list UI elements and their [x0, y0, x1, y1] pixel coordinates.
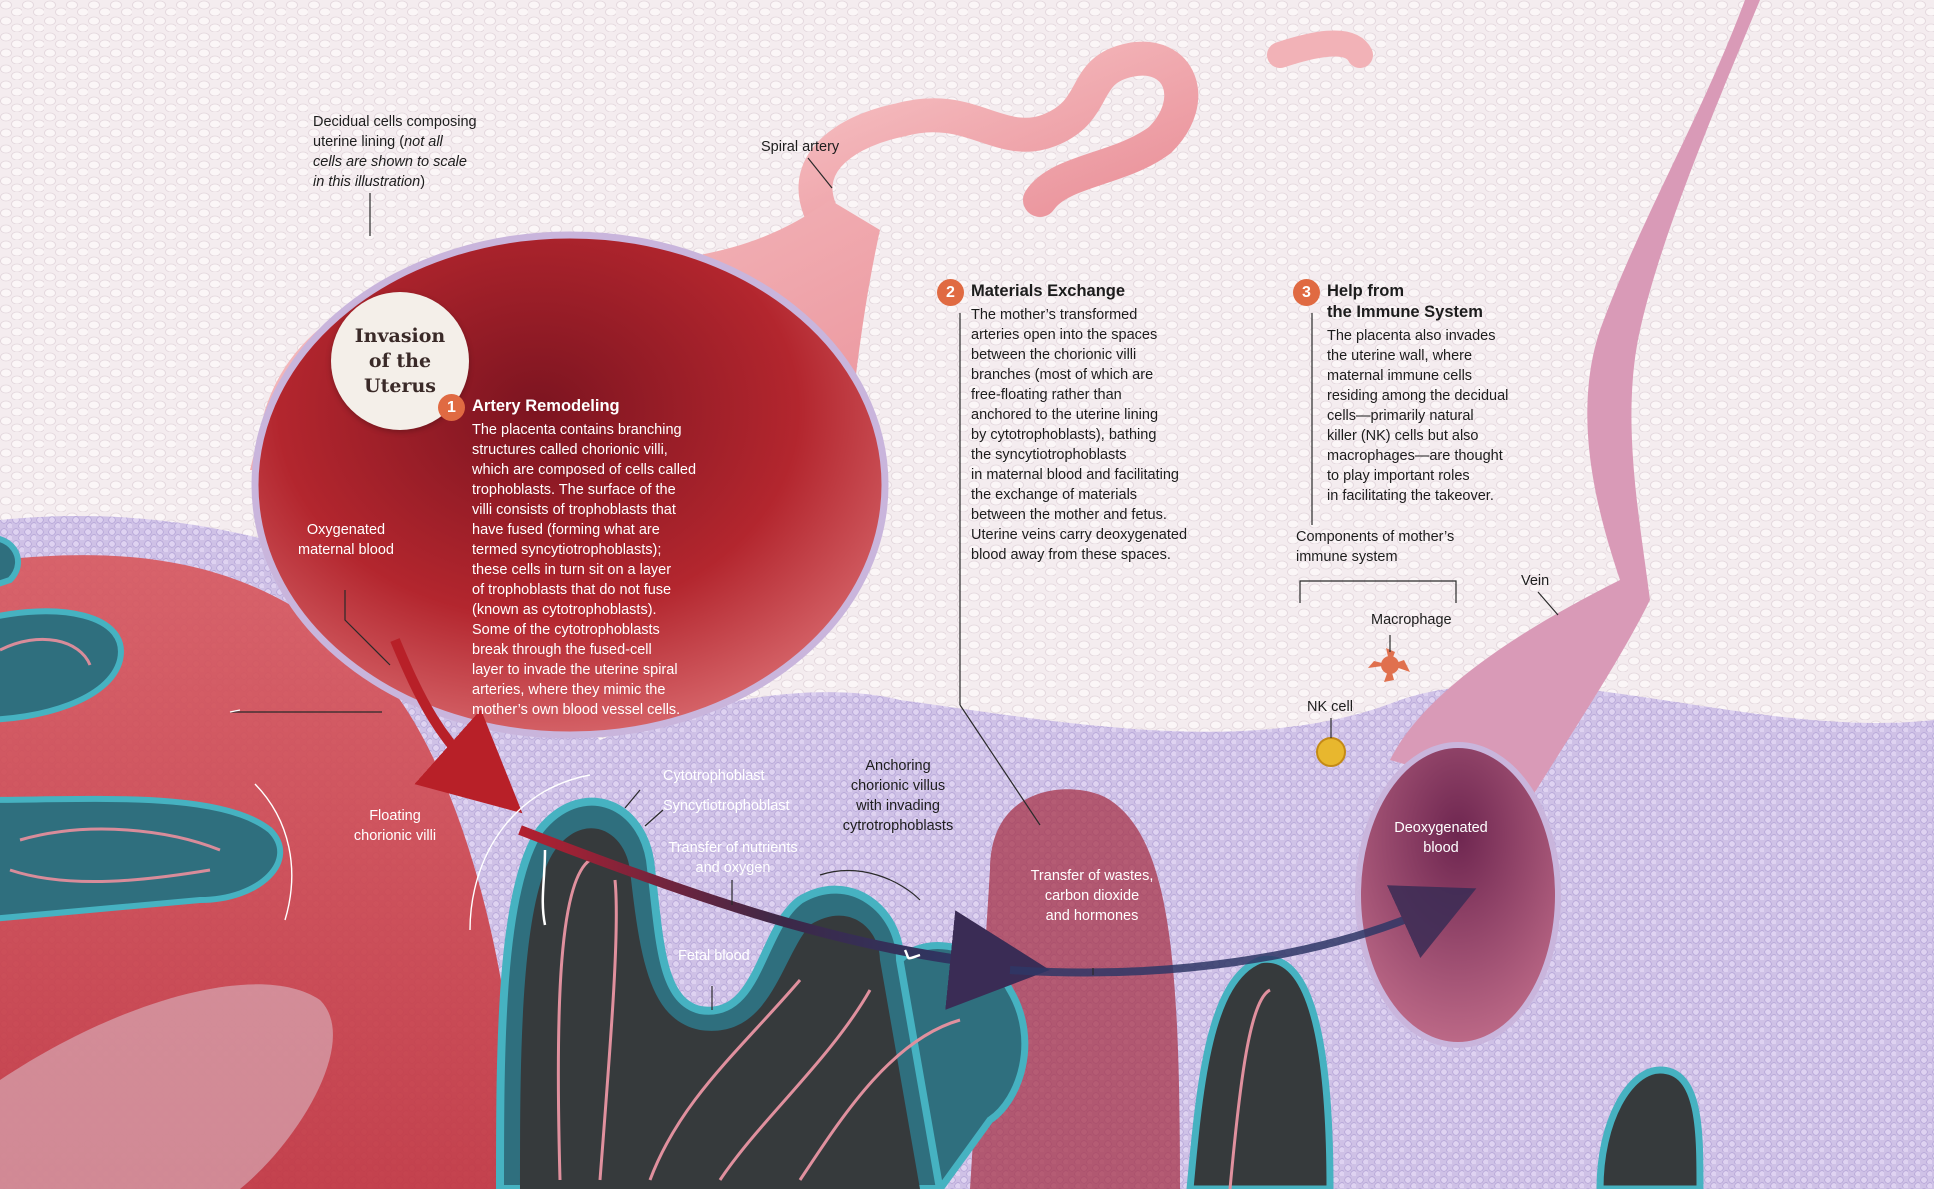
- page-title: Invasion of the Uterus: [354, 324, 446, 397]
- label-fetal-blood: Fetal blood: [678, 948, 750, 964]
- section-number-2: 2: [937, 279, 964, 306]
- body-line: Uterine veins carry deoxygenated: [971, 527, 1188, 543]
- body-line: between the mother and fetus.: [971, 507, 1167, 523]
- body-line: these cells in turn sit on a layer: [472, 562, 672, 578]
- body-line: anchored to the uterine lining: [971, 407, 1159, 423]
- body-line: the exchange of materials: [971, 487, 1138, 503]
- label-line: chorionic villus: [850, 778, 946, 794]
- body-line: Some of the cytotrophoblasts: [472, 622, 660, 638]
- body-line: The placenta contains branching: [472, 422, 682, 438]
- body-line: by cytotrophoblasts), bathing: [971, 427, 1157, 443]
- body-line: the syncytiotrophoblasts: [971, 447, 1127, 463]
- label-text: ): [420, 174, 426, 190]
- label-immune-components: Components of mother’s immune system: [1296, 527, 1496, 567]
- body-line: free-floating rather than: [971, 387, 1122, 403]
- body-line: in maternal blood and facilitating: [971, 467, 1179, 483]
- section-title: Materials Exchange: [971, 282, 1126, 300]
- body-line: between the chorionic villi: [971, 347, 1137, 363]
- label-vein: Vein: [1521, 573, 1550, 589]
- label-transfer-nutrients: Transfer of nutrients and oxygen: [660, 838, 806, 878]
- label-text-italic: in this illustration: [313, 174, 421, 190]
- label-anchoring-villus: Anchoring chorionic villus with invading…: [833, 756, 963, 836]
- body-line: residing among the decidual: [1327, 388, 1509, 404]
- body-line: cells—primarily natural: [1327, 408, 1474, 424]
- label-line: cytrotrophoblasts: [842, 818, 954, 834]
- label-oxygenated-blood: Oxygenated maternal blood: [284, 520, 408, 560]
- body-line: layer to invade the uterine spiral: [472, 662, 678, 678]
- section-title: Help from the Immune System: [1327, 281, 1483, 323]
- body-line: macrophages—are thought: [1327, 448, 1503, 464]
- section-body: The mother’s transformed arteries open i…: [971, 305, 1187, 565]
- section-body: The placenta contains branching structur…: [472, 420, 696, 720]
- label-line: maternal blood: [298, 542, 394, 558]
- label-line: chorionic villi: [353, 828, 437, 844]
- section-title-line: Help from: [1327, 282, 1405, 300]
- label-deoxygenated-blood: Deoxygenated blood: [1381, 818, 1501, 858]
- section-body: The placenta also invades the uterine wa…: [1327, 326, 1508, 506]
- body-line: termed syncytiotrophoblasts);: [472, 542, 662, 558]
- label-line: blood: [1423, 840, 1459, 856]
- label-decidual-cells: Decidual cells composing uterine lining …: [313, 112, 533, 192]
- label-line: Floating: [369, 808, 421, 824]
- body-line: villi consists of trophoblasts that: [472, 502, 676, 518]
- body-line: arteries open into the spaces: [971, 327, 1158, 343]
- label-line: cells are shown to scale: [313, 152, 533, 172]
- label-line: Decidual cells composing: [313, 114, 477, 130]
- label-text-italic: not all: [404, 134, 443, 150]
- label-cytotrophoblast: Cytotrophoblast: [663, 768, 765, 784]
- body-line: in facilitating the takeover.: [1327, 488, 1494, 504]
- body-line: have fused (forming what are: [472, 522, 660, 538]
- body-line: of trophoblasts that do not fuse: [472, 582, 672, 598]
- label-syncytiotrophoblast: Syncytiotrophoblast: [663, 798, 790, 814]
- body-line: maternal immune cells: [1327, 368, 1473, 384]
- body-line: break through the fused-cell: [472, 642, 652, 658]
- body-line: The mother’s transformed: [971, 307, 1138, 323]
- body-line: the uterine wall, where: [1327, 348, 1473, 364]
- section-title: Artery Remodeling: [472, 397, 620, 415]
- body-line: The placenta also invades: [1327, 328, 1496, 344]
- body-line: killer (NK) cells but also: [1327, 428, 1479, 444]
- section-number-1: 1: [438, 394, 465, 421]
- body-line: structures called chorionic villi,: [472, 442, 668, 458]
- label-text-italic: cells are shown to scale: [313, 154, 467, 170]
- label-line: immune system: [1296, 549, 1398, 565]
- body-line: trophoblasts. The surface of the: [472, 482, 676, 498]
- label-line: Oxygenated: [306, 522, 386, 538]
- label-text: uterine lining (: [313, 134, 405, 150]
- body-line: to play important roles: [1327, 468, 1470, 484]
- label-floating-villi: Floating chorionic villi: [335, 806, 455, 846]
- label-macrophage: Macrophage: [1371, 612, 1452, 628]
- body-line: arteries, where they mimic the: [472, 682, 666, 698]
- body-line: blood away from these spaces.: [971, 547, 1171, 563]
- label-line: with invading: [856, 798, 940, 814]
- label-line: Deoxygenated: [1394, 820, 1488, 836]
- label-spiral-artery: Spiral artery: [761, 139, 840, 155]
- label-transfer-wastes: Transfer of wastes, carbon dioxide and h…: [1022, 866, 1162, 926]
- label-nk-cell: NK cell: [1307, 699, 1353, 715]
- body-line: (known as cytotrophoblasts).: [472, 602, 657, 618]
- section-number-3: 3: [1293, 279, 1320, 306]
- label-line: Anchoring: [865, 758, 931, 774]
- label-line: and oxygen: [695, 860, 771, 876]
- label-line: in this illustration): [313, 172, 533, 192]
- body-line: branches (most of which are: [971, 367, 1154, 383]
- label-line: and hormones: [1045, 908, 1139, 924]
- label-line: Components of mother’s: [1296, 529, 1455, 545]
- label-line: carbon dioxide: [1044, 888, 1140, 904]
- label-line: Transfer of nutrients: [668, 840, 798, 856]
- section-title-line: the Immune System: [1327, 303, 1483, 321]
- label-line: uterine lining (not all: [313, 132, 533, 152]
- label-line: Transfer of wastes,: [1030, 868, 1154, 884]
- body-line: mother’s own blood vessel cells.: [472, 702, 681, 718]
- body-line: which are composed of cells called: [472, 462, 697, 478]
